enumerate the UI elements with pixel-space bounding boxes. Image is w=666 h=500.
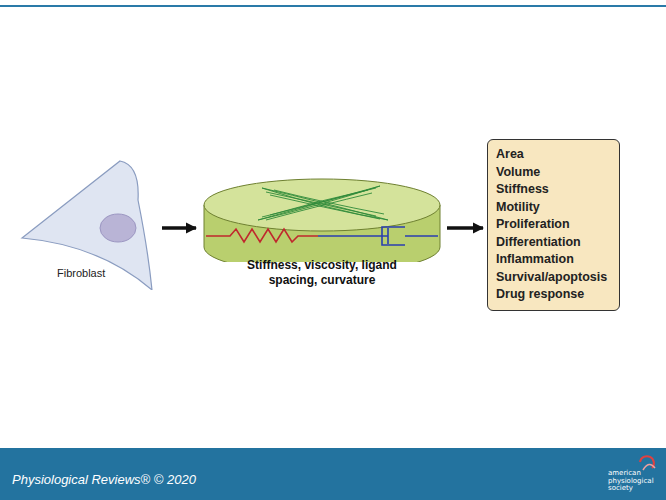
nucleus	[100, 214, 136, 242]
spring-symbol	[206, 229, 318, 242]
readout-item: Motility	[496, 199, 607, 217]
readout-item: Inflammation	[496, 251, 607, 269]
readout-box: AreaVolumeStiffnessMotilityProliferation…	[487, 139, 620, 311]
readout-item: Proliferation	[496, 216, 607, 234]
top-rule	[0, 5, 666, 7]
fibroblast-cell: Fibroblast	[15, 155, 160, 290]
readout-item: Stiffness	[496, 181, 607, 199]
dashpot-symbol	[318, 227, 438, 245]
journal-credit: Physiological Reviews® © 2020	[12, 472, 196, 487]
node-label: Fibroblast	[57, 267, 105, 279]
society-name: american physiological society	[608, 470, 652, 493]
footer-bar	[0, 448, 666, 500]
cell-body	[22, 161, 152, 290]
node-label: Stiffness, viscosity, ligand spacing, cu…	[232, 258, 412, 288]
readout-item: Area	[496, 146, 607, 164]
readout-item: Drug response	[496, 286, 607, 304]
spread-cell	[258, 186, 388, 220]
readout-item: Volume	[496, 164, 607, 182]
disc-top	[204, 179, 440, 231]
flow-arrow	[162, 226, 196, 230]
substrate-shape	[200, 172, 445, 262]
readout-item: Survival/apoptosis	[496, 269, 607, 287]
flow-arrow	[447, 226, 483, 230]
society-logo	[640, 456, 655, 470]
readout-item: Differentiation	[496, 234, 607, 252]
substrate-disc: Stiffness, viscosity, ligand spacing, cu…	[200, 172, 445, 297]
